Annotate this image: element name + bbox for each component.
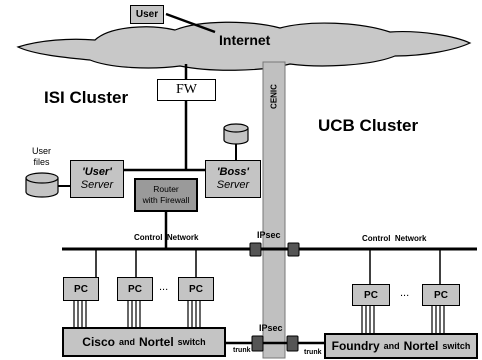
ucb-cluster-title: UCB Cluster (318, 116, 419, 135)
ipsec-connector-right-bottom (286, 335, 299, 352)
pc-ellipsis-ucb: ... (400, 287, 410, 299)
internet-label: Internet (219, 32, 271, 48)
router-box: Router with Firewall (134, 178, 198, 212)
switch-brand1: Cisco (82, 335, 115, 349)
ipsec-connector-right-top (287, 242, 300, 257)
pc-label: PC (74, 283, 88, 295)
firewall-box: FW (157, 79, 216, 101)
pc-label: PC (434, 289, 448, 301)
pc-box-ucb-1: PC (352, 284, 390, 306)
router-line1: Router (153, 184, 179, 194)
trunk-label-left: trunk (233, 347, 251, 354)
cisco-nortel-switch: Cisco and Nortel switch (62, 327, 226, 357)
user-files-label: User files (32, 146, 51, 168)
pc-ellipsis-isi: ... (159, 281, 169, 293)
pc-label: PC (128, 283, 142, 295)
boss-server-sub: Server (216, 179, 250, 191)
internet-cloud (16, 21, 472, 71)
foundry-nortel-switch: Foundry and Nortel switch (324, 333, 478, 359)
user-server-box: 'User' Server (70, 160, 124, 198)
user-files-disk-icon (25, 172, 59, 198)
pc-box-isi-2: PC (117, 277, 153, 301)
router-line2: with Firewall (142, 195, 190, 205)
switch-brand2: Nortel (139, 335, 174, 349)
boss-disk-icon (223, 123, 249, 145)
ipsec-connector-left-top (249, 242, 262, 257)
user-box-label: User (135, 9, 159, 20)
user-files-line2: files (33, 157, 50, 167)
switch-word: switch (442, 341, 471, 351)
pc-box-ucb-2: PC (422, 284, 460, 306)
user-server-name: 'User' (82, 166, 112, 178)
pc-box-isi-1: PC (63, 277, 99, 301)
ipsec-connector-left-bottom (251, 335, 264, 352)
trunk-label-right: trunk (304, 349, 322, 356)
pc-box-isi-3: PC (178, 277, 214, 301)
ipsec-label-bottom: IPsec (259, 323, 283, 333)
pc-label: PC (364, 289, 378, 301)
switch-brand2: Nortel (403, 339, 439, 353)
boss-server-box: 'Boss' Server (205, 160, 261, 198)
switch-brand1: Foundry (331, 339, 380, 353)
pc-label: PC (189, 283, 203, 295)
switch-and: and (118, 337, 135, 347)
isi-cluster-title: ISI Cluster (44, 88, 129, 107)
cenic-label: CENIC (269, 84, 279, 109)
switch-and: and (383, 341, 400, 351)
user-files-line1: User (32, 146, 52, 156)
control-network-label-right: Control Network (362, 234, 427, 243)
boss-server-name: 'Boss' (216, 166, 250, 178)
control-network-label-left: Control Network (134, 233, 199, 242)
firewall-label: FW (176, 82, 197, 97)
ipsec-label-top: IPsec (257, 230, 281, 240)
switch-word: switch (177, 337, 206, 347)
user-server-sub: Server (80, 179, 114, 191)
user-box: User (130, 5, 164, 24)
